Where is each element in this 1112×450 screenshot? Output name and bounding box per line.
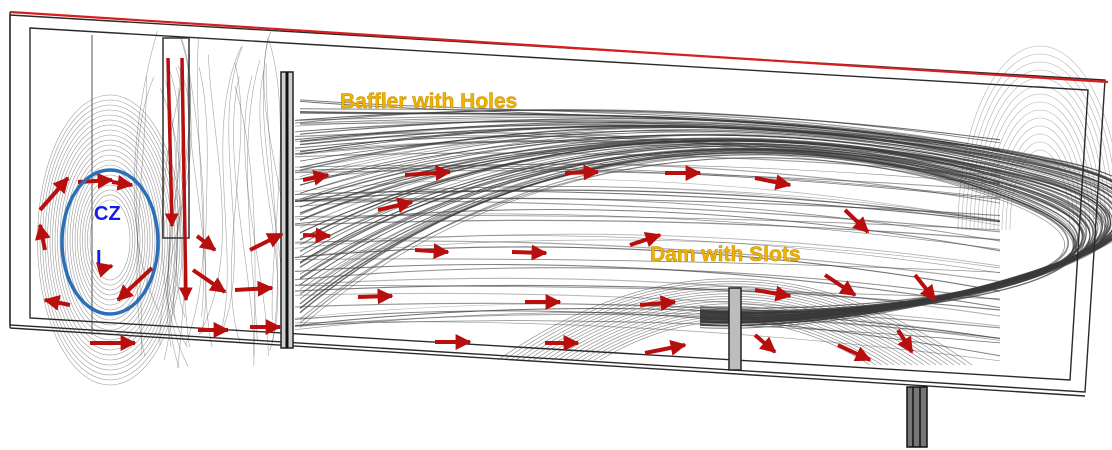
streamline bbox=[245, 76, 269, 356]
streamline bbox=[48, 115, 173, 365]
streamline bbox=[63, 145, 158, 335]
streamline bbox=[295, 240, 1000, 268]
streamline bbox=[50, 120, 170, 360]
baffle-label: Baffler with Holes bbox=[340, 90, 517, 113]
streamline bbox=[269, 40, 280, 320]
arrow-right-icon bbox=[825, 275, 855, 295]
baffle-wall bbox=[92, 35, 293, 348]
arrow-right-icon bbox=[235, 288, 272, 290]
streamline bbox=[231, 63, 241, 343]
arrow-right-icon bbox=[645, 345, 685, 353]
arrow-right-icon bbox=[358, 296, 392, 297]
arrow-right-icon bbox=[112, 182, 132, 185]
streamline bbox=[80, 180, 140, 300]
dam-label: Dam with Slots bbox=[650, 243, 801, 266]
streamline bbox=[260, 71, 278, 351]
arrow-right-icon bbox=[838, 345, 870, 360]
arrow-right-icon bbox=[193, 270, 225, 292]
streamline bbox=[199, 55, 222, 335]
arrow-right-icon bbox=[755, 335, 775, 352]
streamline bbox=[233, 76, 253, 356]
cz-label-sub: I bbox=[96, 247, 102, 269]
cz-label: CZ bbox=[94, 203, 121, 225]
streamline bbox=[222, 46, 241, 326]
arrow-right-icon bbox=[40, 225, 45, 250]
arrow-right-icon bbox=[415, 250, 448, 252]
streamline bbox=[266, 63, 277, 343]
streamline bbox=[83, 185, 138, 295]
arrow-right-icon bbox=[512, 252, 546, 253]
arrow-right-icon bbox=[565, 172, 598, 173]
recirculation-zone-ellipse bbox=[62, 170, 158, 314]
dam-wall bbox=[729, 288, 741, 370]
outlet-nozzle bbox=[907, 387, 927, 447]
vessel-top-edge bbox=[10, 12, 1108, 82]
streamline bbox=[199, 67, 212, 347]
arrow-right-icon bbox=[640, 302, 675, 305]
streamline bbox=[235, 86, 255, 366]
arrow-right-icon bbox=[303, 235, 330, 236]
vessel-bottom-edge bbox=[10, 328, 1085, 396]
arrow-right-icon bbox=[45, 300, 70, 305]
streamline bbox=[55, 130, 165, 350]
